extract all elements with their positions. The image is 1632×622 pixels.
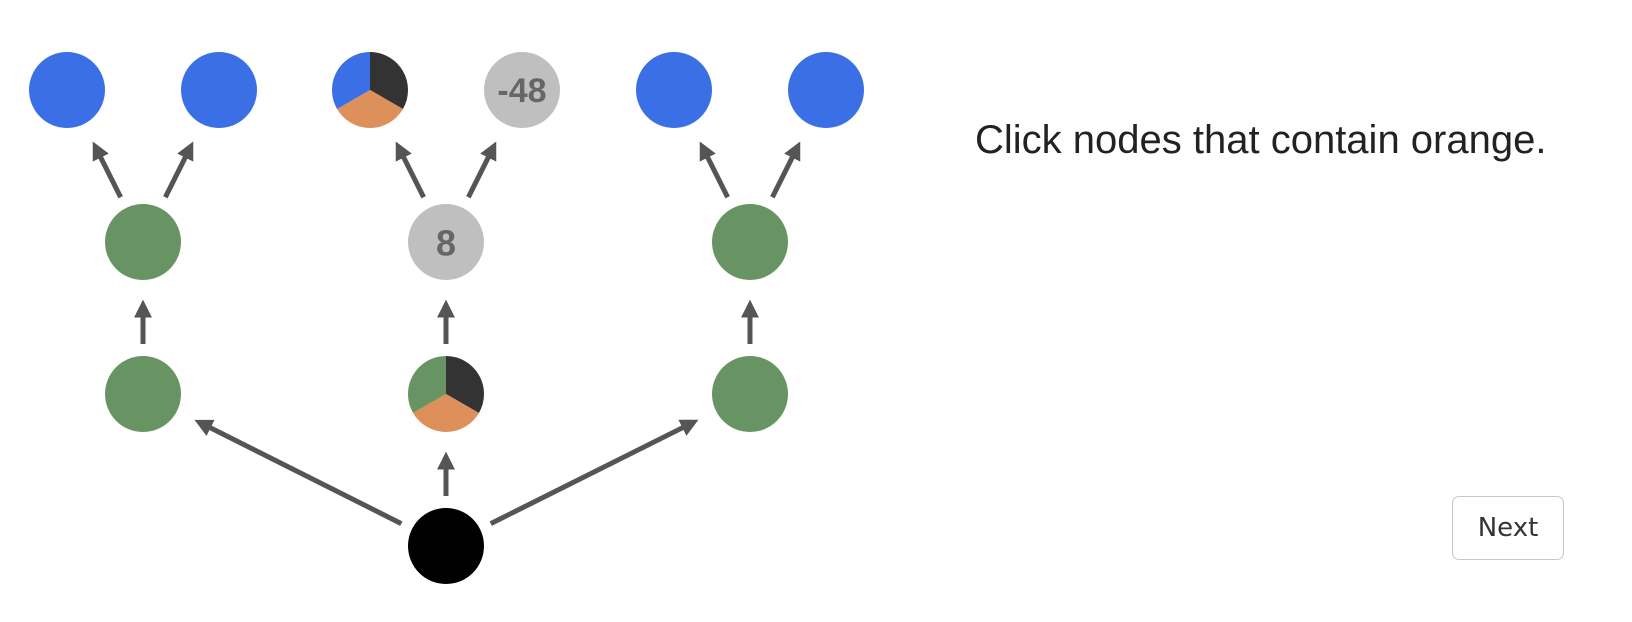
node-mid-left[interactable] — [105, 356, 181, 432]
node-mid-center-wedge-orange — [413, 394, 479, 433]
node-top-3[interactable] — [331, 51, 409, 128]
node-upper-center[interactable]: 8 — [408, 204, 484, 280]
node-upper-center-circle — [408, 204, 484, 280]
edge-arrow-upper-center-to-top-4 — [466, 141, 497, 199]
node-mid-right-circle — [712, 356, 788, 432]
node-top-3-wedge-orange — [337, 90, 403, 128]
edge-arrow-upper-left-to-top-2 — [163, 141, 194, 199]
node-upper-right-circle — [712, 204, 788, 280]
node-upper-left-circle — [105, 204, 181, 280]
node-upper-right[interactable] — [712, 204, 788, 280]
task-instruction: Click nodes that contain orange. — [975, 118, 1547, 162]
edge-arrow-upper-right-to-top-5 — [699, 141, 730, 199]
edge-arrow-upper-left-to-top-1 — [92, 141, 123, 199]
node-top-3-wedge-blue — [331, 52, 370, 109]
node-top-1[interactable] — [29, 52, 105, 128]
node-top-4[interactable]: -48 — [484, 52, 560, 128]
node-mid-center-wedge-dark — [446, 356, 485, 413]
edge-arrow-root-to-mid-right — [489, 419, 699, 526]
node-top-6-circle — [788, 52, 864, 128]
node-root-circle — [408, 508, 484, 584]
edge-arrow-upper-center-to-top-3 — [395, 141, 426, 199]
node-root[interactable] — [408, 508, 484, 584]
node-top-6[interactable] — [788, 52, 864, 128]
node-top-1-circle — [29, 52, 105, 128]
node-mid-right[interactable] — [712, 356, 788, 432]
node-tree: 8-48 — [29, 51, 864, 584]
node-top-5[interactable] — [636, 52, 712, 128]
node-top-2-circle — [181, 52, 257, 128]
edge-arrow-root-to-mid-left — [194, 419, 403, 526]
next-button[interactable]: Next — [1452, 496, 1564, 560]
node-mid-left-circle — [105, 356, 181, 432]
node-upper-left[interactable] — [105, 204, 181, 280]
node-top-4-circle — [484, 52, 560, 128]
node-mid-center-wedge-green — [408, 356, 446, 413]
node-mid-center[interactable] — [408, 356, 485, 433]
edge-arrow-upper-right-to-top-6 — [770, 141, 801, 199]
node-top-5-circle — [636, 52, 712, 128]
node-top-3-wedge-dark — [370, 51, 409, 109]
node-top-2[interactable] — [181, 52, 257, 128]
